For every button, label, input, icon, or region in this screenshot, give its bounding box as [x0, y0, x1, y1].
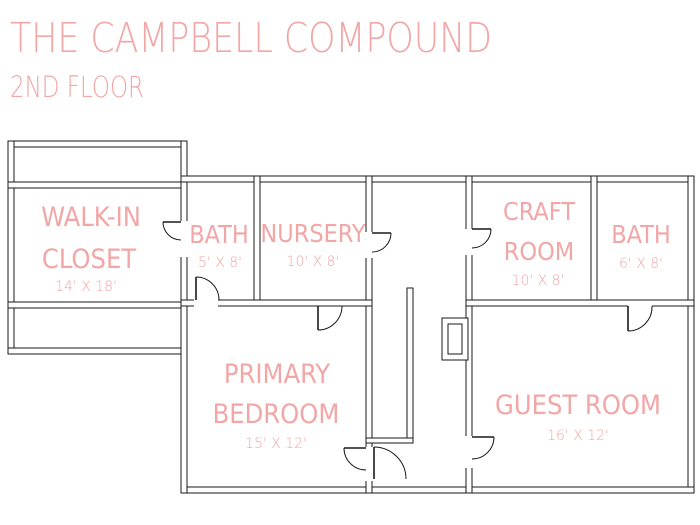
wall-bath-nursery — [253, 175, 261, 307]
bath-right-size: 6' X 8' — [619, 256, 663, 272]
walls — [7, 140, 695, 494]
wall-left-wing-left — [7, 140, 15, 355]
walk-in-closet-size: 14' X 18' — [55, 279, 117, 295]
wall-craft-bath — [590, 175, 598, 307]
shaft-inner — [447, 323, 463, 355]
primary-bedroom-label-line2: BEDROOM — [213, 399, 340, 430]
primary-bedroom-size: 15' X 12' — [245, 436, 307, 452]
room-primary-bedroom: PRIMARY BEDROOM 15' X 12' — [213, 359, 340, 452]
wall-nursery-hall — [365, 175, 373, 494]
bath-left-label: BATH — [189, 220, 249, 249]
craft-room-label-line2: ROOM — [504, 237, 574, 266]
bath-right-label: BATH — [611, 220, 671, 249]
room-guest-room: GUEST ROOM 16' X 12' — [495, 390, 661, 444]
room-nursery: NURSERY 10' X 8' — [260, 219, 365, 270]
guest-room-label: GUEST ROOM — [495, 390, 661, 421]
hall-rail-vertical — [406, 287, 414, 443]
wall-upper-lower-left — [180, 299, 373, 307]
craft-room-size: 10' X 8' — [512, 273, 565, 289]
hall-rail-bottom — [365, 437, 414, 444]
plan-title: THE CAMPBELL COMPOUND — [10, 14, 492, 62]
wall-main-left-lower — [180, 301, 188, 494]
wall-closet-bottom — [7, 301, 188, 309]
wall-left-wing-top — [7, 140, 188, 148]
walk-in-closet-label-line1: WALK-IN — [41, 202, 141, 233]
primary-bedroom-label-line1: PRIMARY — [224, 359, 330, 390]
doors — [162, 221, 653, 481]
wall-closet-top — [7, 181, 188, 189]
wall-main-bottom — [180, 486, 695, 494]
guest-room-size: 16' X 12' — [547, 428, 609, 444]
room-walk-in-closet: WALK-IN CLOSET 14' X 18' — [41, 202, 141, 295]
room-bath-right: BATH 6' X 8' — [611, 220, 671, 272]
craft-room-label-line1: CRAFT — [503, 197, 575, 226]
nursery-label: NURSERY — [260, 219, 365, 248]
room-craft-room: CRAFT ROOM 10' X 8' — [503, 197, 575, 289]
wall-main-right — [687, 175, 695, 494]
walk-in-closet-label-line2: CLOSET — [42, 244, 136, 275]
nursery-size: 10' X 8' — [287, 254, 340, 270]
wall-upper-lower-right — [465, 299, 695, 307]
wall-left-wing-bottom — [7, 347, 188, 355]
bath-left-size: 5' X 8' — [198, 255, 242, 271]
room-bath-left: BATH 5' X 8' — [189, 220, 249, 271]
floor-subtitle: 2ND FLOOR — [10, 70, 144, 104]
